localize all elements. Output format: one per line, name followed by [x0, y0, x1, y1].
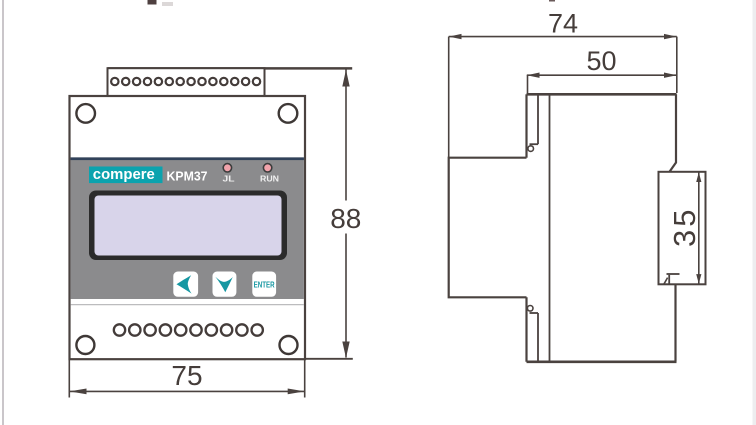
svg-text:35: 35: [667, 207, 702, 247]
svg-text:RUN: RUN: [260, 173, 279, 183]
svg-text:50: 50: [586, 46, 616, 76]
svg-text:74: 74: [548, 8, 578, 38]
svg-text:88: 88: [330, 203, 361, 234]
svg-text:75: 75: [171, 360, 202, 391]
svg-text:ENTER: ENTER: [254, 280, 275, 290]
svg-text:KPM37: KPM37: [167, 170, 208, 184]
svg-text:compere: compere: [93, 167, 155, 183]
svg-text:JL: JL: [223, 173, 235, 183]
